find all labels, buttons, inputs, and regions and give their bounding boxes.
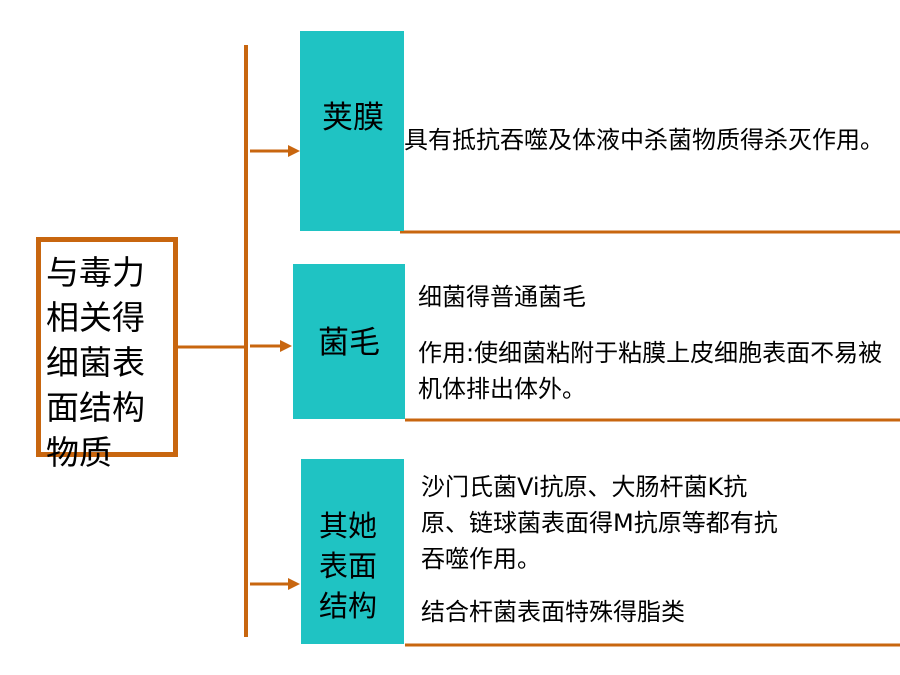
- pili-box: [293, 264, 405, 419]
- arrow-to-capsule-head: [288, 145, 300, 157]
- other-structures-label: 其她 表面 结构: [319, 509, 378, 623]
- arrow-to-pili-head: [280, 340, 292, 352]
- root-label: 与毒力 相关得 细菌表 面结构 物质: [46, 253, 145, 472]
- other-description-1: 沙门氏菌Vi抗原、大肠杆菌K抗原、链球菌表面得M抗原等都有抗吞噬作用。: [421, 473, 778, 573]
- arrow-to-other-head: [288, 578, 300, 590]
- pili-description-2: 作用:使细菌粘附于粘膜上皮细胞表面不易被机体排出体外。: [418, 339, 883, 403]
- capsule-label: 荚膜: [322, 100, 384, 136]
- pili-description-1: 细菌得普通菌毛: [418, 283, 586, 311]
- root-box: [36, 237, 178, 457]
- capsule-description: 具有抵抗吞噬及体液中杀菌物质得杀灭作用。: [404, 126, 884, 154]
- capsule-box: [300, 31, 404, 231]
- pili-label: 菌毛: [318, 325, 380, 361]
- other-description-2: 结合杆菌表面特殊得脂类: [421, 598, 685, 626]
- other-structures-box: [301, 459, 404, 644]
